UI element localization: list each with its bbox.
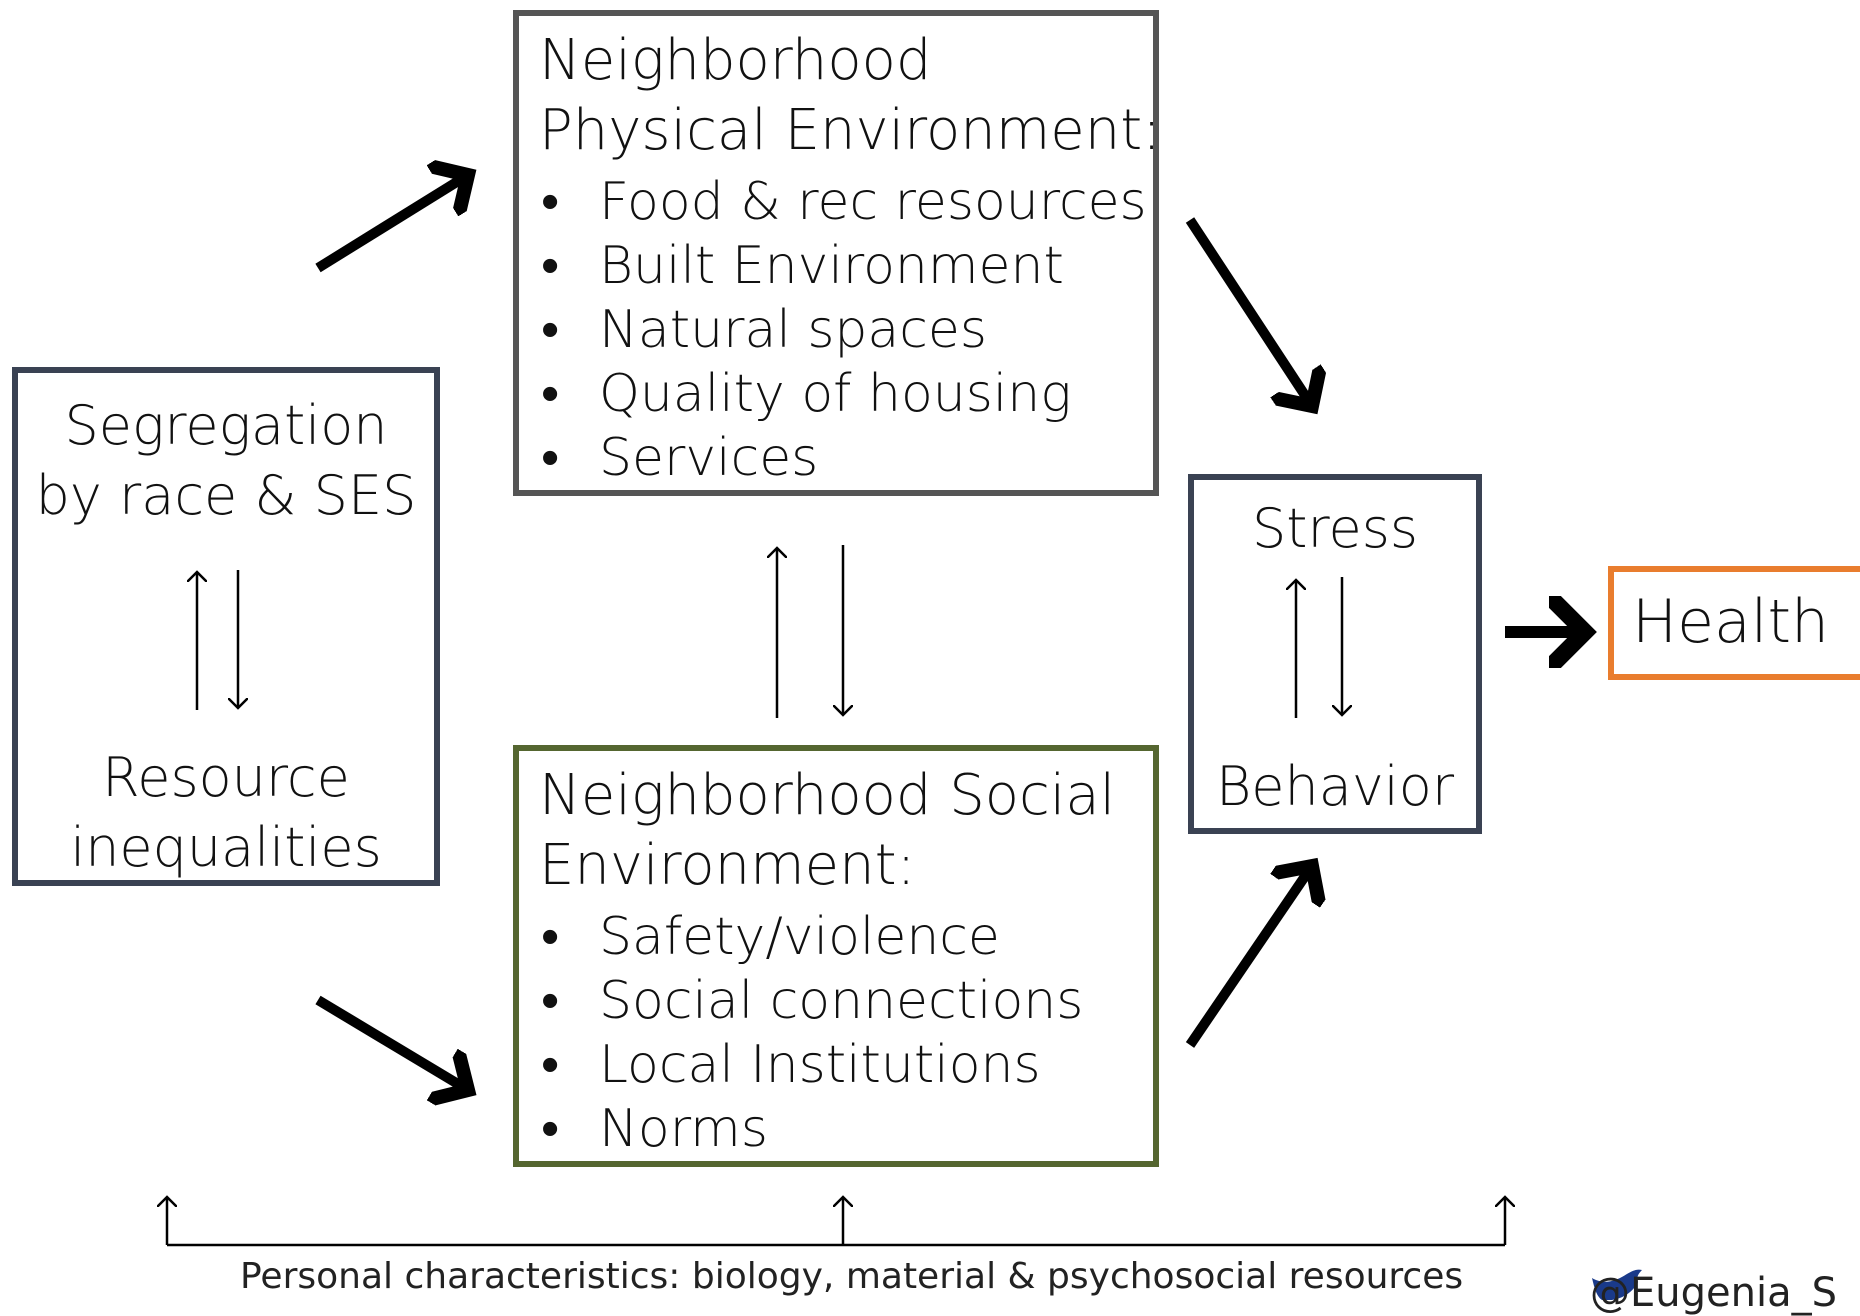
- twitter-handle[interactable]: @Eugenia_S: [1590, 1270, 1837, 1316]
- physical-environment-box: Neighborhood Physical Environment: •Food…: [513, 10, 1162, 496]
- list-item: •Natural spaces: [541, 300, 987, 360]
- list-item: •Norms: [541, 1099, 768, 1159]
- health-label: Health: [1632, 587, 1830, 657]
- physical-title: Neighborhood: [539, 28, 932, 93]
- bullet: •: [541, 1035, 560, 1095]
- arrow-seg-to-social: [315, 995, 468, 1090]
- bullet: •: [541, 428, 560, 488]
- segregation-label-line2: by race & SES: [35, 464, 417, 527]
- physical-title-line2: Physical Environment:: [539, 98, 1162, 163]
- bullet: •: [541, 300, 560, 360]
- list-item: •Local Institutions: [541, 1035, 1041, 1095]
- bullet: •: [541, 971, 560, 1031]
- bullet: •: [541, 364, 560, 424]
- list-item: •Safety/violence: [541, 907, 1000, 967]
- segregation-box: Segregation by race & SES Resource inequ…: [12, 367, 440, 886]
- stress-label: Stress: [1252, 497, 1418, 560]
- list-item: •Food & rec resources: [541, 172, 1147, 232]
- list-item: •Quality of housing: [541, 364, 1072, 424]
- list-item: •Services: [541, 428, 819, 488]
- bullet: •: [541, 236, 560, 296]
- behavior-label: Behavior: [1215, 755, 1455, 818]
- social-title: Neighborhood Social: [539, 763, 1116, 828]
- bullet: •: [541, 1099, 560, 1159]
- segregation-label: Segregation: [64, 394, 388, 457]
- resource-label: Resource: [102, 746, 350, 809]
- bird-icon: [1592, 1269, 1642, 1300]
- social-title-line2: Environment:: [539, 833, 916, 898]
- arrow-social-to-behavior: [1185, 866, 1312, 1048]
- resource-label-line2: inequalities: [70, 816, 382, 879]
- arrow-seg-to-physical: [315, 175, 468, 273]
- arrow-physical-to-stress: [1185, 217, 1312, 406]
- bullet: •: [541, 907, 560, 967]
- stress-behavior-box: Stress Behavior: [1188, 474, 1482, 834]
- footer-label: Personal characteristics: biology, mater…: [240, 1256, 1464, 1297]
- list-item: •Built Environment: [541, 236, 1064, 296]
- bullet: •: [541, 172, 560, 232]
- health-box: Health: [1608, 566, 1860, 680]
- physical-items-list: •Food & rec resources •Built Environment…: [539, 170, 1147, 490]
- list-item: •Social connections: [541, 971, 1084, 1031]
- social-environment-box: Neighborhood Social Environment: •Safety…: [513, 745, 1159, 1167]
- social-items-list: •Safety/violence •Social connections •Lo…: [539, 905, 1083, 1161]
